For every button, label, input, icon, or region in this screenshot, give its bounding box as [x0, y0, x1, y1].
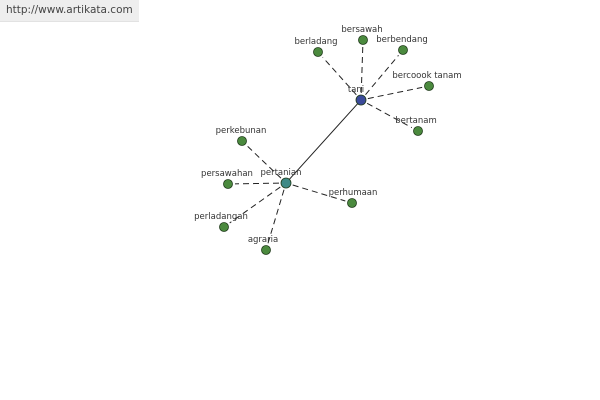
node-perkebunan[interactable]: [237, 136, 247, 146]
edge-tani-bertanam: [366, 102, 413, 129]
edge-pertanian-perkebunan: [246, 145, 282, 179]
node-persawahan[interactable]: [223, 179, 233, 189]
node-bertanam[interactable]: [413, 126, 423, 136]
node-agraria[interactable]: [261, 245, 271, 255]
node-pertanian[interactable]: [280, 177, 292, 189]
node-label-bertanam[interactable]: bertanam: [395, 116, 437, 126]
node-label-berladang[interactable]: berladang: [294, 37, 337, 47]
edge-tani-bercoook-tanam: [367, 86, 423, 100]
node-label-agraria[interactable]: agraria: [248, 235, 278, 245]
node-bersawah[interactable]: [358, 35, 368, 45]
node-perhumaan[interactable]: [347, 198, 357, 208]
graph-labels: tani pertanian bersawah berladang berbendang…: [194, 25, 461, 245]
node-label-perkebunan[interactable]: perkebunan: [216, 126, 267, 136]
site-url[interactable]: http://www.artikata.com: [6, 4, 133, 16]
node-berbendang[interactable]: [398, 45, 408, 55]
node-label-bercoook-tanam[interactable]: bercoook tanam: [392, 71, 461, 81]
node-label-bersawah[interactable]: bersawah: [341, 25, 382, 35]
node-label-tani[interactable]: tani: [348, 85, 364, 95]
node-perladangan[interactable]: [219, 222, 229, 232]
graph-nodes: [219, 35, 434, 255]
node-label-persawahan[interactable]: persawahan: [201, 169, 253, 179]
edge-tani-berbendang: [365, 55, 399, 95]
node-label-pertanian[interactable]: pertanian: [260, 168, 301, 178]
edge-tani-pertanian: [288, 103, 359, 180]
edge-tani-bersawah: [360, 46, 364, 94]
edge-pertanian-persawahan: [234, 182, 280, 185]
node-label-berbendang[interactable]: berbendang: [376, 35, 428, 45]
edge-pertanian-perladangan: [229, 186, 281, 224]
edge-pertanian-perhumaan: [292, 184, 346, 202]
node-label-perladangan[interactable]: perladangan: [194, 212, 248, 222]
edge-tani-berladang: [322, 56, 357, 96]
graph-edges: [229, 46, 423, 244]
node-tani[interactable]: [355, 94, 367, 106]
node-berladang[interactable]: [313, 47, 323, 57]
node-bercoook-tanam[interactable]: [424, 81, 434, 91]
site-url-banner: http://www.artikata.com: [0, 0, 139, 22]
node-label-perhumaan[interactable]: perhumaan: [329, 188, 378, 198]
